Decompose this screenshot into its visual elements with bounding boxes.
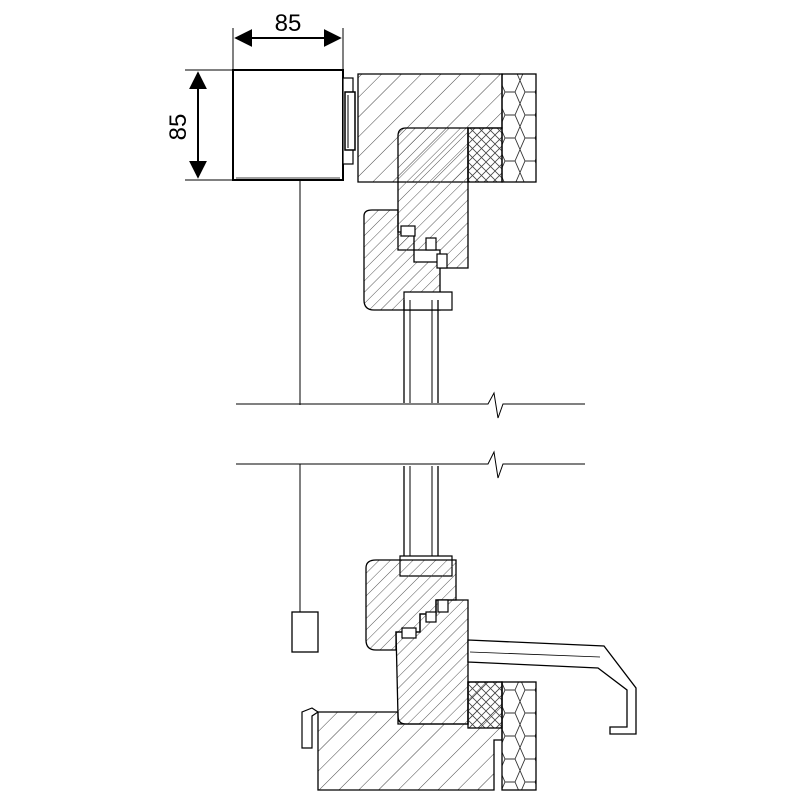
width-dimension: 85: [232, 10, 344, 80]
blind-housing-box: [232, 69, 356, 181]
cord-weight: [291, 611, 319, 653]
break-line-upper: [236, 391, 585, 419]
lower-window-frame: [365, 555, 469, 725]
glazing-upper: [403, 300, 439, 403]
upper-window-frame: [363, 127, 469, 311]
break-line-lower: [236, 450, 585, 479]
height-dimension: 85: [165, 69, 233, 181]
width-dimension-label: 85: [275, 10, 302, 37]
height-dimension-label: 85: [165, 114, 192, 141]
exterior-window-sill: [467, 639, 637, 735]
glazing-lower: [403, 466, 439, 560]
sill-wall-section: [301, 681, 537, 791]
